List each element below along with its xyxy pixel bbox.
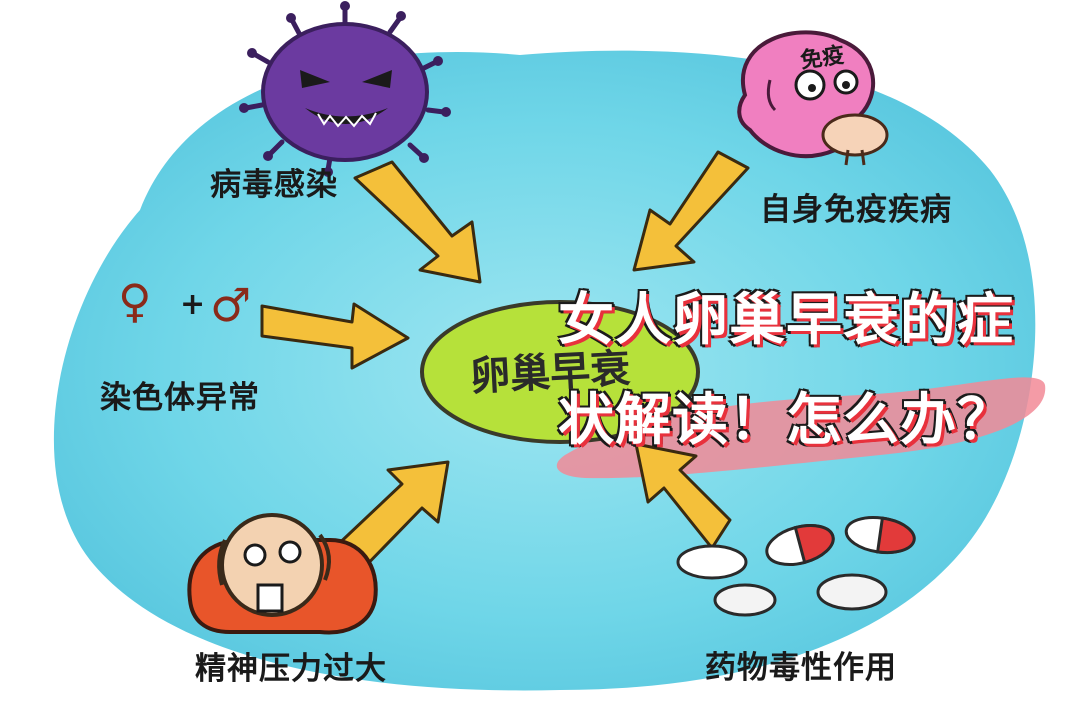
cause-label-chromosome: 染色体异常 xyxy=(100,380,260,416)
male-symbol-icon: ♂ xyxy=(210,278,252,332)
cause-label-virus: 病毒感染 xyxy=(210,167,338,203)
female-symbol-icon: ♀ xyxy=(118,274,152,328)
stressed-person-illustration xyxy=(187,513,378,635)
headline-line-2: 状解读！怎么办？ xyxy=(558,388,1014,453)
arrow-drug xyxy=(634,442,732,550)
arrow-autoimmune xyxy=(632,150,750,272)
arrow-chromosome xyxy=(260,302,410,370)
tablet-1 xyxy=(676,544,748,580)
tablet-2 xyxy=(713,583,777,617)
autoimmune-badge: 免疫 xyxy=(798,43,846,74)
cause-label-autoimmune: 自身免疫疾病 xyxy=(760,192,952,228)
cause-label-stress: 精神压力过大 xyxy=(195,651,387,687)
pill-1 xyxy=(844,516,916,555)
autoimmune-illustration xyxy=(737,30,889,166)
pill-2 xyxy=(765,524,835,566)
virus-illustration xyxy=(239,1,451,177)
tablet-3 xyxy=(816,573,888,611)
headline-line-1: 女人卵巢早衰的症 xyxy=(558,288,1014,353)
arrow-virus xyxy=(353,160,482,284)
pills-illustration xyxy=(676,516,916,617)
cause-label-drug: 药物毒性作用 xyxy=(705,650,897,686)
center-ellipse xyxy=(420,300,700,444)
plus-symbol-icon: + xyxy=(180,287,206,322)
